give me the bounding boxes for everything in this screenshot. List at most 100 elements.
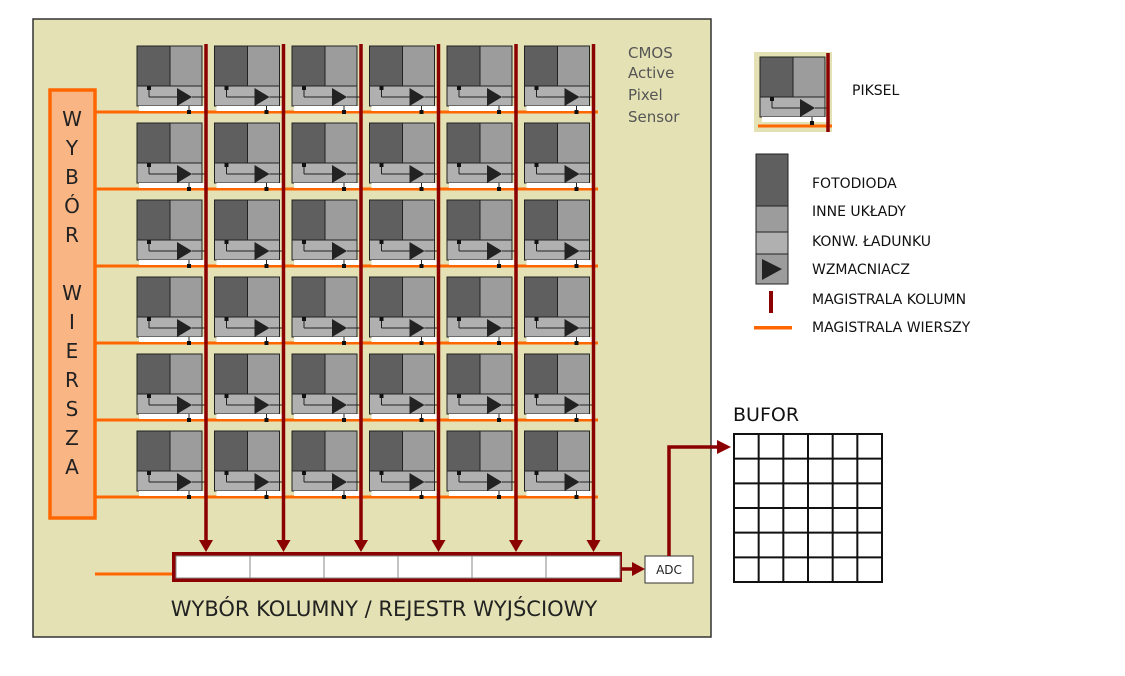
pixel-edge <box>526 337 592 342</box>
charge-converter <box>291 85 358 107</box>
pixel-node <box>497 495 501 499</box>
pixel-cell <box>136 199 205 268</box>
pixel-node <box>534 471 539 475</box>
charge-converter <box>369 239 435 261</box>
amplifier-symbol <box>487 165 502 183</box>
amplifier-symbol <box>254 396 270 414</box>
pixel-cell <box>291 45 360 114</box>
pixel-node <box>187 495 191 499</box>
pixel-edge <box>526 491 592 496</box>
pixel-cell <box>214 199 283 268</box>
column-bus-arrow <box>431 540 446 552</box>
pixel-node <box>302 163 306 167</box>
pixel-array <box>136 45 593 499</box>
pixel-node <box>342 264 346 268</box>
pixel-edge <box>371 260 437 265</box>
sensor-title-line-3: Pixel <box>628 86 663 104</box>
register-cell <box>545 555 621 579</box>
pixel-edge <box>449 491 514 496</box>
legend-row-bus-label: MAGISTRALA WIERSZY <box>812 320 971 336</box>
pixel-node <box>342 110 346 114</box>
column-bus-arrow <box>354 540 368 552</box>
pixel-node <box>224 240 229 244</box>
charge-converter <box>446 470 513 492</box>
amplifier-symbol <box>487 396 502 414</box>
charge-converter <box>214 239 280 261</box>
charge-converter <box>524 162 590 184</box>
pixel-edge <box>526 260 592 265</box>
pixel-node <box>302 317 306 321</box>
register-cell <box>175 555 251 579</box>
pixel-edge <box>139 183 204 188</box>
pixel-node <box>264 495 269 499</box>
pixel-cell <box>136 122 205 191</box>
pixel-edge <box>139 491 204 496</box>
legend-column-bus-swatch <box>769 291 773 313</box>
legend-pixel-icon <box>754 52 832 132</box>
charge-converter <box>136 85 203 107</box>
pixel-node <box>810 121 814 125</box>
charge-converter <box>369 162 435 184</box>
amplifier-symbol <box>409 473 425 491</box>
sensor-title-line-2: Active <box>628 64 674 82</box>
pixel-node <box>264 187 269 191</box>
amplifier-symbol <box>409 319 425 337</box>
legend-charge-converter-swatch <box>755 231 789 255</box>
charge-converter <box>446 239 513 261</box>
pixel-edge <box>449 414 514 419</box>
charge-converter <box>291 162 358 184</box>
amplifier-symbol <box>177 88 192 106</box>
pixel-node <box>302 240 306 244</box>
charge-converter <box>446 316 513 338</box>
pixel-edge <box>449 183 514 188</box>
pixel-node <box>379 317 384 321</box>
amplifier-symbol <box>487 88 502 106</box>
pixel-node <box>574 495 579 499</box>
pixel-node <box>419 341 424 345</box>
pixel-edge <box>294 183 359 188</box>
pixel-edge <box>449 260 514 265</box>
pixel-cell <box>291 122 360 191</box>
adc-to-buffer-line <box>667 445 720 556</box>
pixel-edge <box>449 106 514 111</box>
pixel-node <box>419 418 424 422</box>
legend-other-circuits-swatch <box>755 205 789 233</box>
column-buses <box>199 44 601 552</box>
column-bus-arrow <box>276 540 291 552</box>
amplifier-symbol <box>487 319 502 337</box>
row-select-letter: W <box>62 107 82 131</box>
pixel-node <box>497 264 501 268</box>
pixel-edge <box>216 260 282 265</box>
pixel-node <box>379 394 384 398</box>
charge-converter <box>369 470 435 492</box>
pixel-node <box>342 495 346 499</box>
charge-converter <box>369 393 435 415</box>
pixel-node <box>497 187 501 191</box>
pixel-node <box>457 163 461 167</box>
charge-converter <box>369 85 435 107</box>
pixel-edge <box>139 260 204 265</box>
pixel-node <box>147 394 151 398</box>
adc-label: ADC <box>656 563 682 577</box>
pixel-node <box>574 264 579 268</box>
amplifier-symbol <box>177 242 192 260</box>
pixel-node <box>147 86 151 90</box>
pixel-node <box>534 317 539 321</box>
pixel-cell <box>214 353 283 422</box>
pixel-node <box>574 418 579 422</box>
output-buffer <box>733 433 883 583</box>
pixel-node <box>457 394 461 398</box>
charge-converter <box>214 470 280 492</box>
pixel-node <box>224 394 229 398</box>
legend-amplifier-icon <box>762 259 782 280</box>
pixel-edge <box>526 183 592 188</box>
amplifier-symbol <box>564 473 580 491</box>
pixel-edge <box>139 106 204 111</box>
charge-converter <box>759 96 826 118</box>
pixel-edge <box>216 491 282 496</box>
register-cell <box>323 555 399 579</box>
register-cell <box>471 555 547 579</box>
register-cell <box>249 555 325 579</box>
pixel-cell <box>524 199 593 268</box>
charge-converter <box>524 393 590 415</box>
